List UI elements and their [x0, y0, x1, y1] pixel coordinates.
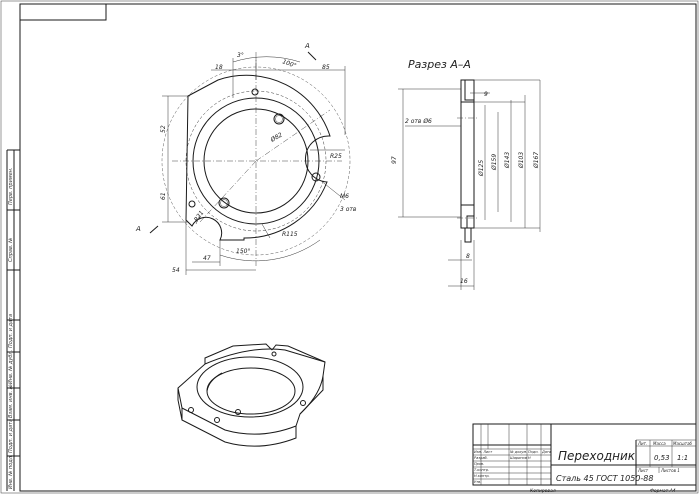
tb-lit-header: Лит.	[637, 441, 647, 446]
tb-nkontr: Н.контр.	[474, 474, 490, 478]
tb-izm: Изм. Лист	[474, 450, 493, 454]
dim-3deg: 3°	[237, 52, 244, 59]
section-mark-top: А	[304, 42, 310, 50]
dim-150deg: 150°	[236, 248, 250, 255]
dim-m6: М6	[340, 193, 349, 200]
top-left-stamp	[19, 3, 107, 21]
dim-97: 97	[391, 156, 398, 164]
front-view: 3° 100° 18 85 А А 52 61 Ø82 R25 М6 3 отв…	[135, 42, 357, 275]
strip-perv-primen: Перв. примен.	[8, 167, 14, 205]
dim-dia159: Ø159	[491, 154, 498, 171]
side-strip: Перв. примен. Справ. № Подп. и дата Инв.…	[6, 149, 20, 491]
strip-inv-podl: Инв. № подл.	[8, 455, 14, 490]
dim-47: 47	[203, 255, 211, 262]
strip-inv-dubl: Инв. № дубл.	[8, 350, 14, 384]
tb-mass-value: 0,53	[654, 454, 670, 462]
dim-r25: R25	[330, 153, 342, 160]
dim-m6-count: 3 отв	[340, 206, 357, 213]
dim-9: 9	[484, 91, 488, 98]
tb-mass-header: Масса	[653, 441, 666, 446]
iso-bore-outer	[196, 356, 304, 418]
tb-author: Шарипов Н	[510, 456, 531, 460]
tb-sheet: Лист	[637, 468, 649, 473]
dim-100deg: 100°	[281, 58, 297, 70]
tb-scale-value: 1:1	[677, 454, 688, 462]
dim-dia125: Ø125	[478, 160, 485, 177]
tb-prov: Пров.	[474, 462, 484, 466]
dim-8: 8	[466, 253, 470, 260]
dim-holes-dia6: 2 отв Ø6	[405, 118, 432, 125]
title-block: Изм. Лист Разраб. Пров. Т.контр. Н.контр…	[472, 423, 697, 494]
strip-vzam-inv: Взам. инв. №	[8, 384, 14, 418]
tb-data: Дата	[541, 450, 551, 454]
tb-sheets: Листов 1	[660, 468, 680, 473]
dim-r115: R115	[282, 231, 298, 238]
dim-85: 85	[322, 64, 330, 71]
iso-outer-top	[177, 348, 326, 435]
dim-dia143: Ø143	[504, 152, 511, 169]
section-mark-bottom: А	[135, 225, 141, 233]
material: Сталь 45 ГОСТ 1050-88	[556, 474, 653, 483]
dim-52: 52	[160, 125, 167, 133]
dim-54: 54	[172, 267, 180, 274]
tb-format: Формат А4	[650, 488, 676, 494]
strip-podp-data-2: Подп. и дата	[8, 419, 14, 453]
tb-utv: Утв.	[474, 480, 481, 484]
part-name: Переходник	[558, 449, 636, 463]
strip-sprav: Справ. №	[8, 238, 14, 262]
tb-copied: Копировал	[530, 488, 556, 494]
strip-podp-data: Подп. и дата	[8, 314, 14, 348]
dim-61: 61	[160, 192, 167, 200]
section-view: Разрез А–А 2 отв Ø6 97 9 Ø125 Ø159	[391, 58, 541, 290]
dim-18: 18	[215, 64, 223, 71]
dim-dia103: Ø103	[518, 152, 525, 169]
tb-docnum: № докум.	[509, 450, 527, 454]
tb-podp: Подп.	[528, 450, 539, 454]
tb-razrab: Разраб.	[474, 456, 488, 460]
drawing-frame	[19, 3, 697, 492]
tb-scale-header: Масштаб	[673, 441, 693, 446]
dim-16: 16	[460, 278, 468, 285]
tb-tkontr: Т.контр.	[474, 468, 489, 472]
section-title: Разрез А–А	[408, 58, 471, 71]
dim-dia167: Ø167	[533, 152, 540, 169]
isometric-view	[177, 343, 326, 447]
